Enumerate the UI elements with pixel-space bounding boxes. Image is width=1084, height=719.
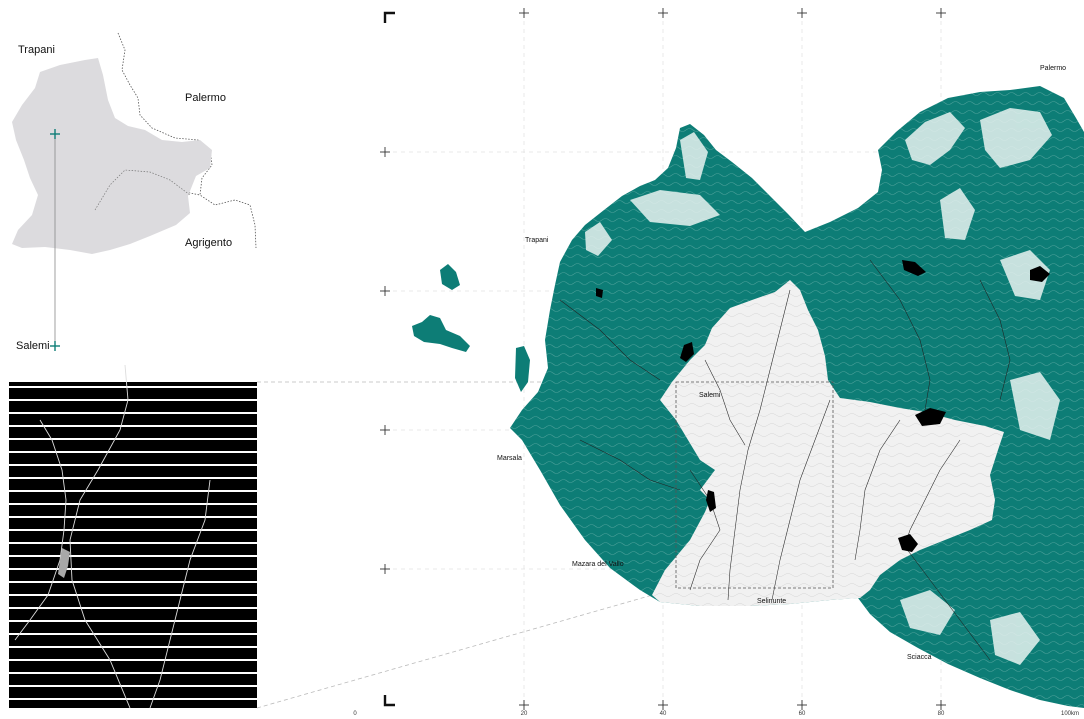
stagnone-islet bbox=[515, 346, 530, 392]
town-label-trapani: Trapani bbox=[525, 237, 549, 244]
island-favignana bbox=[412, 315, 470, 352]
region-label-palermo: Palermo bbox=[185, 92, 226, 104]
scale-tick-80: 80 bbox=[937, 711, 945, 717]
scale-tick-60: 60 bbox=[798, 711, 806, 717]
relief-lake bbox=[58, 548, 70, 578]
town-label-palermo: Palermo bbox=[1040, 65, 1067, 72]
town-label-selinunte: Selinunte bbox=[757, 598, 787, 605]
overview-map bbox=[12, 32, 257, 351]
salemi-marker-cross bbox=[50, 341, 60, 351]
trapani-province-shape bbox=[12, 58, 212, 254]
town-label-mazara-del-vallo: Mazara del Vallo bbox=[572, 561, 624, 568]
trapani-inner-border bbox=[94, 169, 191, 211]
palermo-border bbox=[117, 32, 257, 249]
terrain bbox=[412, 86, 1084, 708]
reservoirs bbox=[596, 260, 1050, 552]
region-label-agrigento: Agrigento bbox=[185, 237, 233, 249]
zoom-rectangle bbox=[675, 381, 834, 589]
scale-tick-40: 40 bbox=[659, 711, 667, 717]
relief-panel bbox=[9, 364, 257, 709]
town-label-marsala: Marsala bbox=[497, 455, 522, 462]
scale-tick-20: 20 bbox=[520, 711, 528, 717]
scale-tick-100km: 100km bbox=[1060, 711, 1080, 717]
region-label-trapani: Trapani bbox=[18, 44, 55, 56]
islet-1 bbox=[440, 264, 460, 290]
study-area-contours bbox=[652, 280, 1004, 606]
town-label-salemi: Salemi bbox=[699, 392, 721, 399]
ridge-highlights bbox=[585, 108, 1060, 665]
trapani-marker-cross bbox=[50, 129, 60, 139]
grid-crosses bbox=[380, 8, 946, 710]
relief-river-1 bbox=[14, 419, 67, 641]
relief-river-3 bbox=[149, 479, 211, 709]
town-label-sciacca: Sciacca bbox=[907, 654, 932, 661]
marker-label-salemi: Salemi bbox=[16, 340, 50, 352]
relief-river-2 bbox=[69, 364, 131, 709]
scale-tick-0: 0 bbox=[353, 711, 357, 717]
